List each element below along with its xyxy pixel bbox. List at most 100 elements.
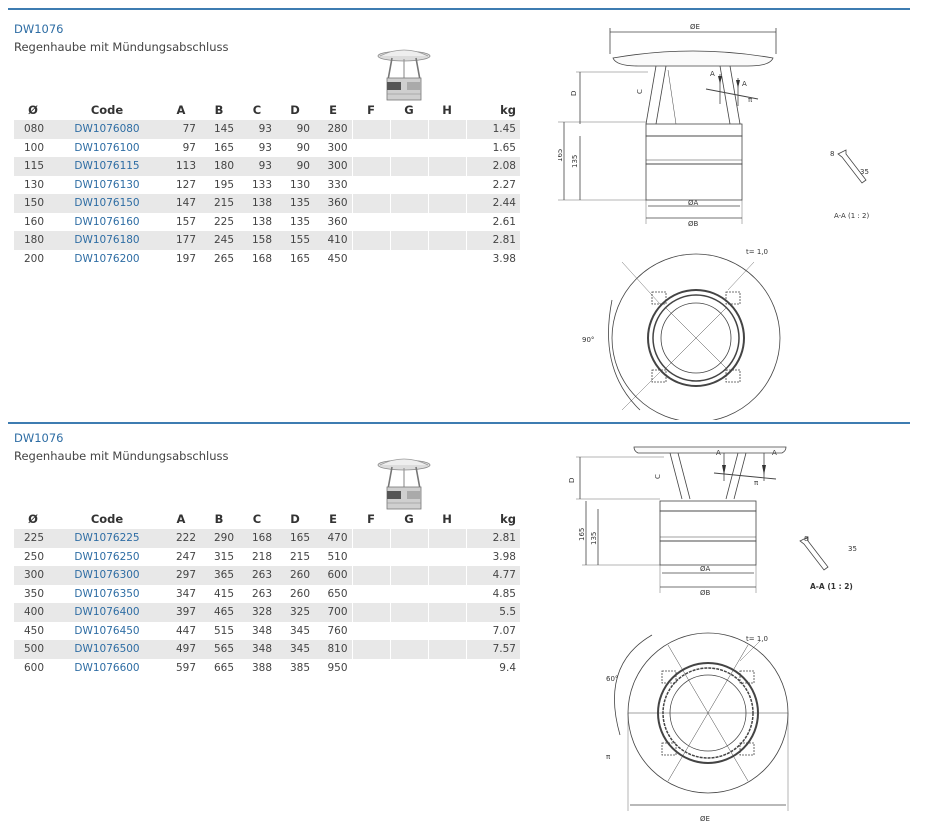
cell-value: 2.81	[465, 529, 520, 548]
cell-value	[427, 138, 466, 157]
cell-product-code-link[interactable]: DW1076400	[52, 603, 162, 622]
cell-product-code-link[interactable]: DW1076115	[52, 157, 162, 176]
cell-value: 9.4	[465, 658, 520, 677]
cell-value: 168	[251, 252, 272, 265]
cell-product-code-link[interactable]: DW1076080	[52, 120, 162, 139]
cell-value: 155	[276, 231, 314, 250]
cell-value	[389, 547, 428, 566]
cell-value: 2.81	[465, 231, 520, 250]
dim-label-35: 35	[860, 168, 869, 176]
product-title: Regenhaube mit Mündungsabschluss	[14, 40, 229, 54]
cell-value: 365	[200, 566, 238, 585]
dim-label-135: 135	[590, 532, 598, 545]
cell-value	[389, 621, 428, 640]
cell-product-code-link[interactable]: DW1076160	[74, 215, 140, 228]
cell-value	[389, 529, 428, 548]
cell-value: 360	[314, 194, 352, 213]
dim-label-8: 8	[804, 535, 808, 543]
cell-diameter: 500	[14, 640, 52, 659]
cell-product-code-link[interactable]: DW1076100	[74, 141, 140, 154]
cell-value: 77	[162, 120, 200, 139]
cell-product-code-link[interactable]: DW1076600	[74, 661, 140, 674]
cell-value	[427, 194, 466, 213]
dim-label-165: 165	[578, 528, 586, 541]
cell-value: 93	[238, 120, 276, 139]
cell-value	[427, 529, 466, 548]
cell-diameter: 250	[24, 550, 45, 563]
cell-value: 218	[251, 550, 272, 563]
col-header-kg: kg	[500, 512, 516, 526]
cell-value: 600	[314, 566, 352, 585]
cell-value: 665	[213, 661, 234, 674]
cell-value	[389, 640, 428, 659]
cell-product-code-link[interactable]: DW1076180	[52, 231, 162, 250]
cell-value	[389, 212, 428, 231]
cell-value	[351, 138, 390, 157]
col-header-c: C	[252, 512, 262, 526]
cell-product-code-link[interactable]: DW1076450	[74, 624, 140, 637]
cell-value	[351, 640, 390, 659]
cell-value: 247	[175, 550, 196, 563]
cell-value	[389, 157, 428, 176]
cell-value: 177	[162, 231, 200, 250]
cell-value	[351, 175, 390, 194]
col-header-kg: kg	[500, 103, 516, 117]
cell-value	[427, 566, 466, 585]
col-header-h: H	[442, 103, 452, 117]
cell-value: 263	[251, 587, 272, 600]
cell-diameter: 080	[14, 120, 52, 139]
cell-product-code-link[interactable]: DW1076500	[52, 640, 162, 659]
cell-value: 158	[238, 231, 276, 250]
cell-value	[351, 120, 390, 139]
cell-value: 565	[200, 640, 238, 659]
cell-value: 360	[327, 215, 348, 228]
cell-diameter: 160	[24, 215, 45, 228]
cell-product-code-link[interactable]: DW1076200	[74, 252, 140, 265]
cell-value: 165	[289, 252, 310, 265]
cell-value: 127	[175, 178, 196, 191]
dim-label-diameter-a: ØA	[700, 565, 711, 573]
product-code: DW1076	[14, 22, 64, 36]
col-header-c: C	[252, 103, 262, 117]
cell-value: 3.98	[465, 249, 520, 268]
product-section-2: DW1076 Regenhaube mit Mündungsabschluss …	[0, 417, 946, 827]
cell-product-code-link[interactable]: DW1076300	[52, 566, 162, 585]
cell-value: 113	[162, 157, 200, 176]
col-header-e: E	[329, 103, 337, 117]
col-header-diameter: Ø	[28, 512, 38, 526]
col-header-e: E	[329, 512, 337, 526]
section-divider	[8, 8, 910, 10]
cell-value	[427, 640, 466, 659]
cell-value	[351, 603, 390, 622]
col-header-a: A	[176, 512, 186, 526]
dim-label-a-section: A	[716, 449, 721, 457]
cell-value	[351, 212, 390, 231]
cell-value: 168	[238, 529, 276, 548]
cell-product-code-link[interactable]: DW1076225	[52, 529, 162, 548]
cell-value: 345	[289, 624, 310, 637]
cell-value: 260	[289, 587, 310, 600]
cell-product-code-link[interactable]: DW1076150	[52, 194, 162, 213]
cell-product-code-link[interactable]: DW1076250	[74, 550, 140, 563]
cell-value	[351, 584, 390, 603]
cell-value	[389, 120, 428, 139]
cell-value: 447	[175, 624, 196, 637]
cell-value: 2.44	[465, 194, 520, 213]
cell-value	[389, 138, 428, 157]
cell-value	[351, 194, 390, 213]
col-header-b: B	[214, 103, 224, 117]
cell-value	[351, 529, 390, 548]
cell-product-code-link[interactable]: DW1076130	[74, 178, 140, 191]
cell-value	[427, 621, 466, 640]
dim-label-e: ØE	[690, 23, 700, 31]
product-code: DW1076	[14, 431, 64, 445]
cell-value: 497	[162, 640, 200, 659]
cell-value: 165	[276, 529, 314, 548]
cell-product-code-link[interactable]: DW1076350	[74, 587, 140, 600]
